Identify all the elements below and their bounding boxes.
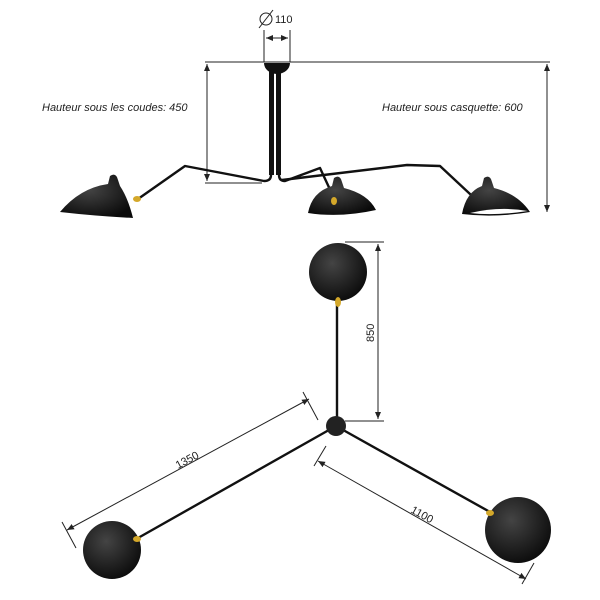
lamp-side — [60, 63, 530, 218]
lamp-shade-left — [60, 174, 133, 218]
dimension-850: 850 — [345, 241, 384, 422]
shade-height-dimension: Hauteur sous casquette: 600 — [382, 64, 550, 212]
elbow-height-label: Hauteur sous les coudes: 450 — [42, 102, 188, 114]
diameter-label: 110 — [275, 14, 293, 26]
diameter-dimension: 110 — [258, 9, 293, 62]
lamp-shade-middle — [308, 176, 376, 215]
top-view: 850 1350 1100 — [61, 241, 551, 585]
lamp-shade-top — [309, 243, 367, 301]
shade-height-label: Hauteur sous casquette: 600 — [382, 102, 524, 114]
central-hub — [326, 416, 346, 436]
dimension-1350-label: 1350 — [174, 450, 201, 472]
lamp-shade-right-top — [485, 497, 551, 563]
dimension-1100-label: 1100 — [409, 504, 436, 526]
side-view: 110 Hauteur sous les coudes: 450 Hauteur… — [42, 9, 550, 218]
brass-joint — [133, 196, 141, 202]
lamp-shade-left-top — [83, 521, 141, 579]
lamp-shade-right — [462, 176, 530, 216]
dimension-850-label: 850 — [365, 324, 377, 342]
diameter-symbol-icon — [259, 12, 273, 26]
elbow-height-dimension: Hauteur sous les coudes: 450 — [42, 64, 262, 184]
